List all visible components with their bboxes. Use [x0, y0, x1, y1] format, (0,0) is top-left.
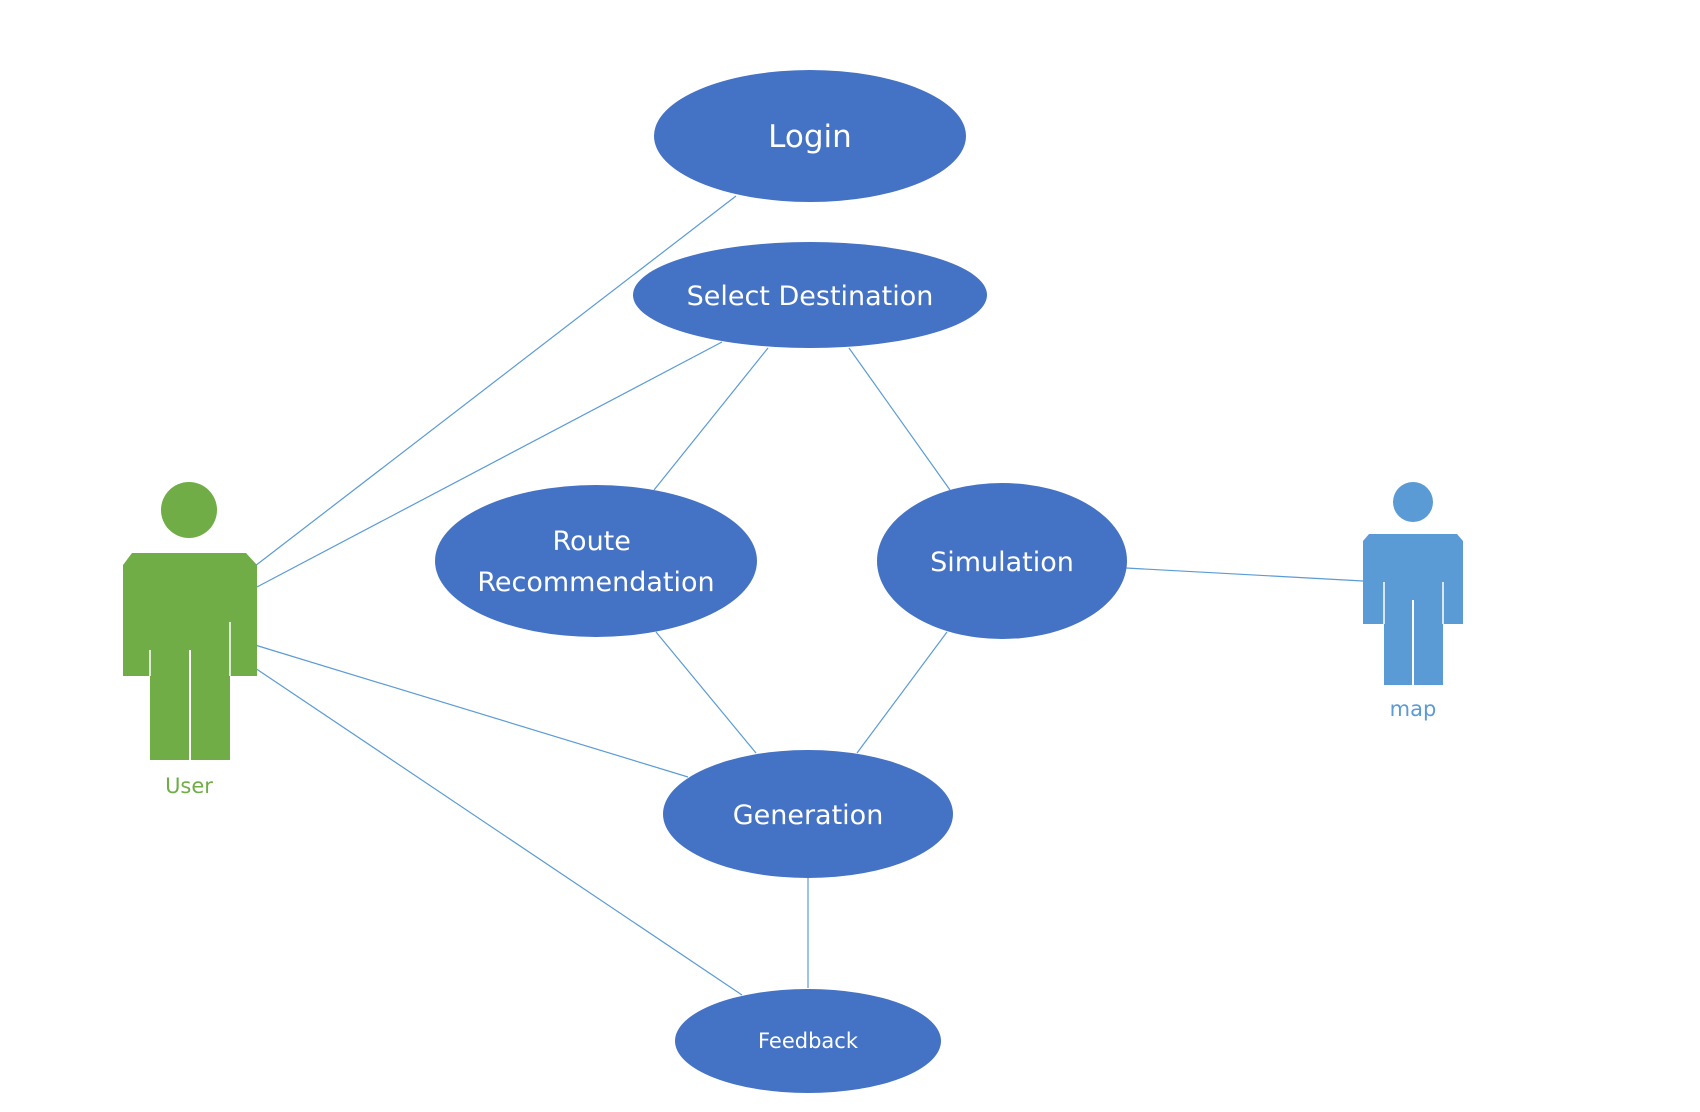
use-case-select-destination-label: Select Destination: [687, 281, 934, 312]
use-case-simulation-label: Simulation: [930, 547, 1074, 578]
route-line-1: Route: [553, 526, 631, 557]
use-case-login-label: Login: [768, 119, 852, 155]
connector-select-destination-route: [653, 347, 769, 491]
use-case-simulation: Simulation: [877, 483, 1127, 639]
use-case-feedback-label: Feedback: [758, 1029, 859, 1053]
connector-simulation-map: [1125, 567, 1364, 582]
connector-user-login: [254, 195, 737, 567]
use-case-route-recommendation-label: Route Recommendation: [477, 526, 714, 598]
person-icon: [1363, 482, 1463, 685]
connector-user-generation: [254, 644, 689, 778]
use-case-login: Login: [654, 70, 966, 202]
use-case-generation-label: Generation: [733, 800, 884, 831]
actor-map: map: [1363, 482, 1463, 721]
connector-user-select-destination: [254, 341, 723, 589]
actor-user-label: User: [165, 774, 213, 798]
connector-select-destination-simulation: [848, 347, 951, 491]
route-line-2: Recommendation: [477, 567, 714, 598]
use-case-generation: Generation: [663, 750, 953, 878]
connector-user-feedback: [254, 667, 743, 996]
actor-map-label: map: [1390, 697, 1437, 721]
connector-route-generation: [655, 631, 757, 754]
connector-simulation-generation: [856, 631, 948, 754]
use-case-feedback: Feedback: [675, 989, 941, 1093]
connectors: [254, 195, 1364, 996]
use-case-select-destination: Select Destination: [633, 242, 987, 348]
person-icon: [123, 482, 257, 760]
actor-user: User: [123, 482, 257, 798]
use-case-route-recommendation: Route Recommendation: [435, 485, 757, 637]
